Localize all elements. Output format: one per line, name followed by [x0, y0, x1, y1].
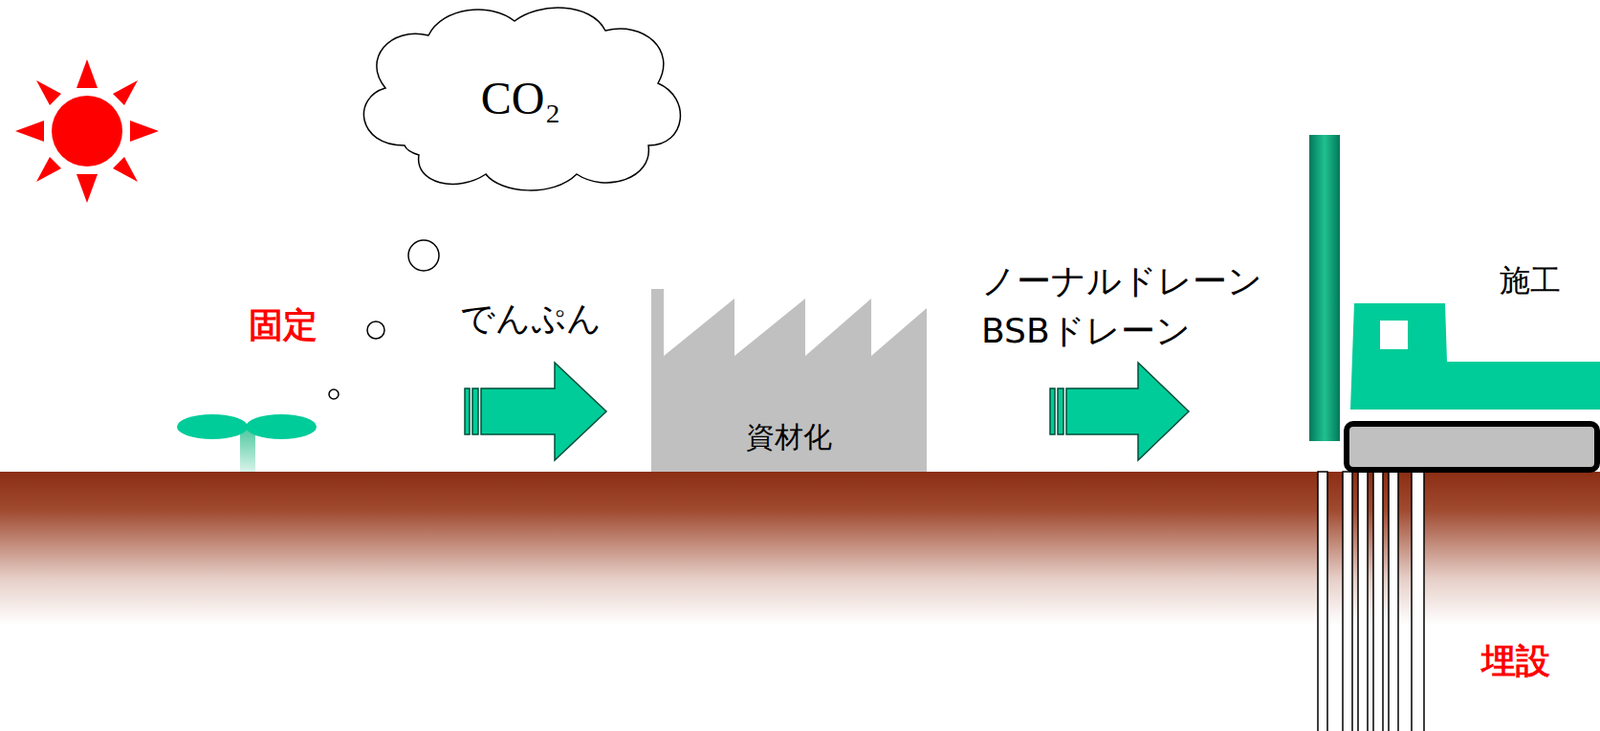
cloud-text: CO₂	[481, 71, 561, 125]
sun	[15, 59, 159, 203]
product-label: ノーナルドレーン BSBドレーン	[981, 256, 1307, 356]
construction-label: 施工	[1499, 260, 1561, 303]
construction-machine	[1309, 134, 1600, 470]
seedling	[176, 414, 317, 472]
drain-boards	[1317, 471, 1425, 731]
starch-label: でんぷん	[460, 295, 602, 343]
factory-text: 資材化	[745, 417, 833, 458]
factory-node: 資材化	[651, 288, 927, 472]
buried-label: 埋設	[1481, 637, 1551, 685]
fix-label: 固定	[248, 302, 318, 350]
cloud-node: CO₂	[347, 1, 695, 194]
bubbles	[328, 240, 439, 399]
